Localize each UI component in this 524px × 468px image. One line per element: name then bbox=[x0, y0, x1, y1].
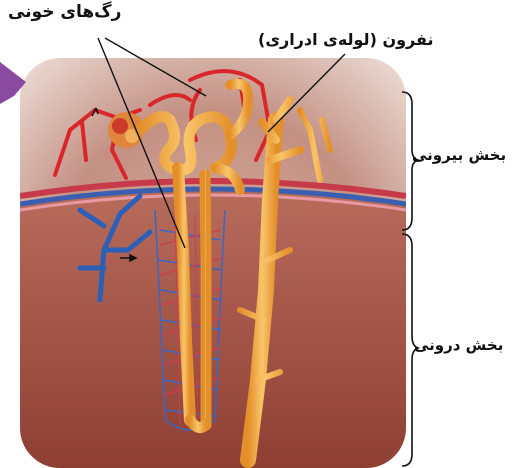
blood-vessels-label: رگ‌های خونی bbox=[8, 2, 121, 22]
nephron-label: نفرون (لوله‌ی ادراری) bbox=[258, 30, 434, 49]
outer-part-label: بخش بیرونی bbox=[412, 146, 506, 164]
inner-part-label: بخش درونی bbox=[414, 336, 503, 354]
